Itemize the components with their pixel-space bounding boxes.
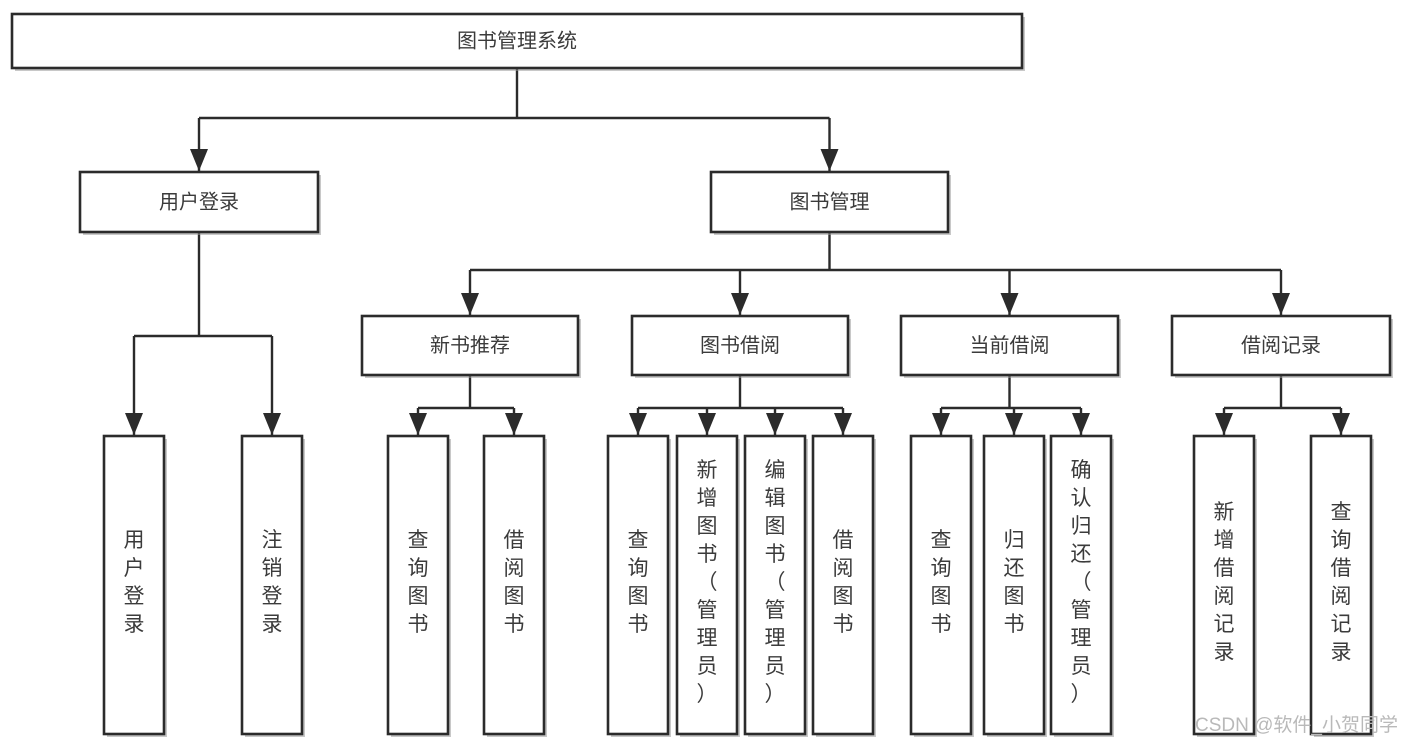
node-rect[interactable] bbox=[899, 314, 1120, 377]
node-user-login[interactable]: 用户登录 bbox=[78, 170, 321, 235]
node-book-manage[interactable]: 图书管理 bbox=[709, 170, 951, 235]
node-rect[interactable] bbox=[630, 314, 850, 377]
node-label: 图书管理系统 bbox=[457, 29, 577, 52]
node-label: 查询图书 bbox=[931, 529, 952, 636]
node-rect[interactable] bbox=[606, 434, 670, 736]
node-rect[interactable] bbox=[102, 434, 166, 736]
connector-layer bbox=[125, 68, 1350, 435]
node-leaf-return-book[interactable]: 归还图书 bbox=[982, 434, 1047, 737]
node-layer: 图书管理系统用户登录图书管理新书推荐图书借阅当前借阅借阅记录用户登录注销登录查询… bbox=[10, 12, 1393, 737]
arrow-head-icon-user-login bbox=[190, 149, 208, 171]
node-leaf-edit-book[interactable]: 编辑图书（管理员） bbox=[743, 434, 808, 737]
node-rect[interactable] bbox=[360, 314, 580, 377]
node-label: 借阅图书 bbox=[504, 529, 525, 636]
node-label: 图书借阅 bbox=[700, 334, 780, 357]
arrow-head-icon-new-book-recommend bbox=[461, 293, 479, 315]
arrow-head-icon-borrow-record bbox=[1272, 293, 1290, 315]
arrow-head-icon-leaf-borrow-book-2 bbox=[834, 413, 852, 435]
arrow-head-icon-leaf-add-record bbox=[1215, 413, 1233, 435]
node-new-book-recommend[interactable]: 新书推荐 bbox=[360, 314, 581, 378]
node-rect[interactable] bbox=[743, 434, 807, 736]
node-label: 用户登录 bbox=[124, 529, 145, 636]
node-label: 新增图书（管理员） bbox=[697, 459, 718, 706]
node-current-borrow[interactable]: 当前借阅 bbox=[899, 314, 1121, 378]
node-rect[interactable] bbox=[1049, 434, 1113, 736]
node-label: 借阅图书 bbox=[833, 529, 854, 636]
csdn-watermark: CSDN @软件_小贺同学 bbox=[1195, 714, 1398, 736]
node-rect[interactable] bbox=[386, 434, 450, 736]
node-rect[interactable] bbox=[982, 434, 1046, 736]
node-label: 图书管理 bbox=[790, 190, 870, 213]
node-rect[interactable] bbox=[1309, 434, 1373, 736]
node-label: 查询图书 bbox=[628, 529, 649, 636]
node-label: 新增借阅记录 bbox=[1214, 501, 1235, 664]
node-rect[interactable] bbox=[10, 12, 1024, 70]
arrow-head-icon-leaf-borrow-book-1 bbox=[505, 413, 523, 435]
node-rect[interactable] bbox=[675, 434, 739, 736]
node-label: 查询借阅记录 bbox=[1331, 501, 1352, 664]
node-borrow-record[interactable]: 借阅记录 bbox=[1170, 314, 1393, 378]
node-label: 新书推荐 bbox=[430, 334, 510, 357]
node-rect[interactable] bbox=[709, 170, 950, 234]
node-label: 用户登录 bbox=[159, 190, 239, 213]
arrow-head-icon-leaf-return-book bbox=[1005, 413, 1023, 435]
node-leaf-query-book-1[interactable]: 查询图书 bbox=[386, 434, 451, 737]
arrow-head-icon-current-borrow bbox=[1000, 293, 1019, 315]
node-leaf-confirm-return[interactable]: 确认归还（管理员） bbox=[1049, 434, 1114, 737]
node-leaf-logout[interactable]: 注销登录 bbox=[240, 434, 305, 737]
node-label: 当前借阅 bbox=[970, 334, 1050, 357]
arrow-head-icon-leaf-logout bbox=[263, 413, 281, 435]
node-leaf-borrow-book-2[interactable]: 借阅图书 bbox=[811, 434, 876, 737]
node-label: 确认归还（管理员） bbox=[1071, 459, 1092, 706]
arrow-head-icon-leaf-edit-book bbox=[766, 413, 784, 435]
node-root-system[interactable]: 图书管理系统 bbox=[10, 12, 1025, 71]
arrow-head-icon-leaf-confirm-return bbox=[1072, 413, 1090, 435]
node-book-borrow[interactable]: 图书借阅 bbox=[630, 314, 851, 378]
node-leaf-add-record[interactable]: 新增借阅记录 bbox=[1192, 434, 1257, 737]
node-rect[interactable] bbox=[1192, 434, 1256, 736]
arrow-head-icon-leaf-query-record bbox=[1332, 413, 1350, 435]
arrow-head-icon-leaf-query-book-1 bbox=[409, 413, 427, 435]
node-rect[interactable] bbox=[811, 434, 875, 736]
arrow-head-icon-leaf-add-book bbox=[698, 413, 716, 435]
node-rect[interactable] bbox=[482, 434, 546, 736]
node-leaf-query-book-3[interactable]: 查询图书 bbox=[909, 434, 974, 737]
node-label: 查询图书 bbox=[408, 529, 429, 636]
node-rect[interactable] bbox=[78, 170, 320, 234]
arrow-head-icon-leaf-user-login bbox=[125, 413, 143, 435]
node-rect[interactable] bbox=[240, 434, 304, 736]
node-leaf-add-book[interactable]: 新增图书（管理员） bbox=[675, 434, 740, 737]
arrow-head-icon-book-manage bbox=[820, 149, 839, 171]
node-rect[interactable] bbox=[909, 434, 973, 736]
node-label: 注销登录 bbox=[262, 529, 283, 636]
node-leaf-borrow-book-1[interactable]: 借阅图书 bbox=[482, 434, 547, 737]
arrow-head-icon-book-borrow bbox=[731, 293, 749, 315]
node-label: 借阅记录 bbox=[1241, 334, 1321, 357]
node-leaf-query-record[interactable]: 查询借阅记录 bbox=[1309, 434, 1374, 737]
node-label: 归还图书 bbox=[1004, 529, 1025, 636]
arrow-head-icon-leaf-query-book-2 bbox=[629, 413, 647, 435]
node-label: 编辑图书（管理员） bbox=[765, 459, 786, 706]
node-leaf-user-login[interactable]: 用户登录 bbox=[102, 434, 167, 737]
arrow-head-icon-leaf-query-book-3 bbox=[932, 413, 950, 435]
node-rect[interactable] bbox=[1170, 314, 1392, 377]
node-leaf-query-book-2[interactable]: 查询图书 bbox=[606, 434, 671, 737]
